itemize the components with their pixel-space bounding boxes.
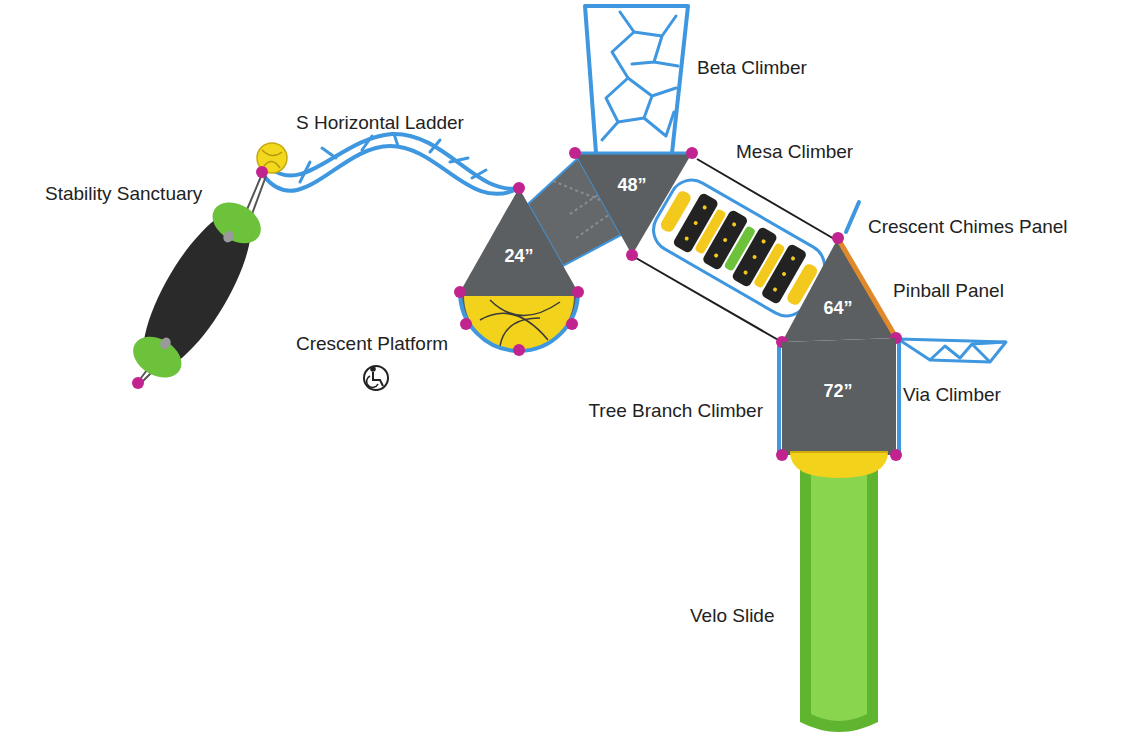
post: [513, 344, 525, 356]
part-name: Pinball Panel: [893, 280, 1004, 302]
part-name: Mesa Climber: [736, 141, 853, 163]
stability-sanctuary: [126, 328, 189, 385]
via-climber: [898, 339, 1006, 362]
velo-slide: [800, 468, 878, 732]
stability-sanctuary: [121, 192, 272, 389]
mesa-climber: [731, 222, 736, 227]
stability-sanctuary: [262, 150, 282, 168]
platform-deck: [782, 338, 896, 455]
platform-height: 64”: [823, 299, 852, 319]
beta-climber: [618, 16, 678, 136]
part-name: Stability Sanctuary: [45, 183, 202, 205]
stability-sanctuary: [205, 194, 268, 251]
post: [569, 147, 581, 159]
post: [513, 182, 525, 194]
platform-deck: [840, 242, 894, 334]
part-name: Crescent Chimes Panel: [868, 216, 1068, 238]
mesa-climber: [743, 270, 748, 275]
s-horizontal-ladder: [264, 134, 519, 194]
platform: 24”: [452, 180, 586, 352]
post: [686, 147, 698, 159]
s-horizontal-ladder: [300, 134, 486, 182]
accessible-icon: [364, 366, 388, 390]
post: [572, 286, 584, 298]
mesa-climber: [752, 254, 757, 259]
post: [256, 166, 268, 178]
s-horizontal-ladder: [264, 146, 519, 194]
part-name: S Horizontal Ladder: [296, 112, 464, 134]
accessible-icon: [371, 367, 375, 371]
post: [454, 286, 466, 298]
accessible-icon: [373, 372, 383, 386]
mesa-climber: [636, 258, 780, 341]
mesa-climber: [781, 271, 786, 276]
chimes-panel: [846, 202, 859, 232]
platform-deck: [782, 238, 896, 342]
beta-climber: [585, 6, 688, 153]
platform-deck: [480, 300, 560, 346]
platform-deck: [464, 296, 574, 351]
tree-branch-climber: [897, 342, 901, 452]
platform-deck: [460, 292, 578, 351]
mesa-climber: [772, 287, 777, 292]
platform-deck: [790, 451, 888, 453]
platform-deck: [460, 188, 578, 351]
platform-deck: [790, 452, 888, 478]
platform: 72”: [776, 336, 902, 482]
post: [832, 232, 844, 244]
stability-sanctuary: [246, 174, 266, 214]
post: [776, 449, 788, 461]
accessible-icon: [367, 376, 378, 387]
platform-shape: [776, 336, 902, 482]
platform-deck: [575, 152, 692, 155]
mesa-climber: [713, 253, 718, 258]
platform-shape: [569, 147, 698, 261]
via-climber: [898, 339, 1006, 362]
velo-slide: [811, 474, 867, 721]
stability-sanctuary: [123, 195, 270, 385]
mesa-climber: [761, 239, 766, 244]
mesa-climber: [790, 256, 795, 261]
post: [890, 449, 902, 461]
part-name: Crescent Platform: [296, 333, 448, 355]
post: [566, 318, 578, 330]
mesa-climber: [684, 205, 796, 293]
stability-sanctuary: [158, 336, 173, 351]
part-name: Velo Slide: [690, 605, 775, 627]
tree-branch-climber: [777, 346, 781, 452]
beta-climber: [585, 6, 688, 153]
accessible-icon: [364, 366, 388, 390]
platform-deck: [575, 153, 692, 255]
s-horizontal-ladder: [270, 134, 519, 189]
chimes-panel: [846, 202, 859, 232]
platform: 48”: [569, 147, 698, 261]
mesa-climber: [693, 220, 698, 225]
part-name: Tree Branch Climber: [588, 400, 763, 422]
stability-sanctuary: [221, 229, 236, 244]
platform-height: 24”: [504, 247, 533, 267]
mesa-climber: [684, 236, 689, 241]
part-name: Beta Climber: [697, 57, 807, 79]
post: [132, 377, 144, 389]
stability-sanctuary: [121, 143, 287, 388]
platform-shape: [774, 232, 902, 348]
platform: 64”: [774, 232, 902, 348]
part-name: Via Climber: [903, 384, 1001, 406]
post: [626, 249, 638, 261]
mesa-climber: [722, 237, 727, 242]
velo-slide: [800, 468, 878, 732]
platform-height: 72”: [823, 382, 852, 402]
platform-height: 48”: [617, 176, 646, 196]
mesa-climber: [702, 205, 707, 210]
post: [460, 318, 472, 330]
via-climber: [930, 342, 1006, 362]
